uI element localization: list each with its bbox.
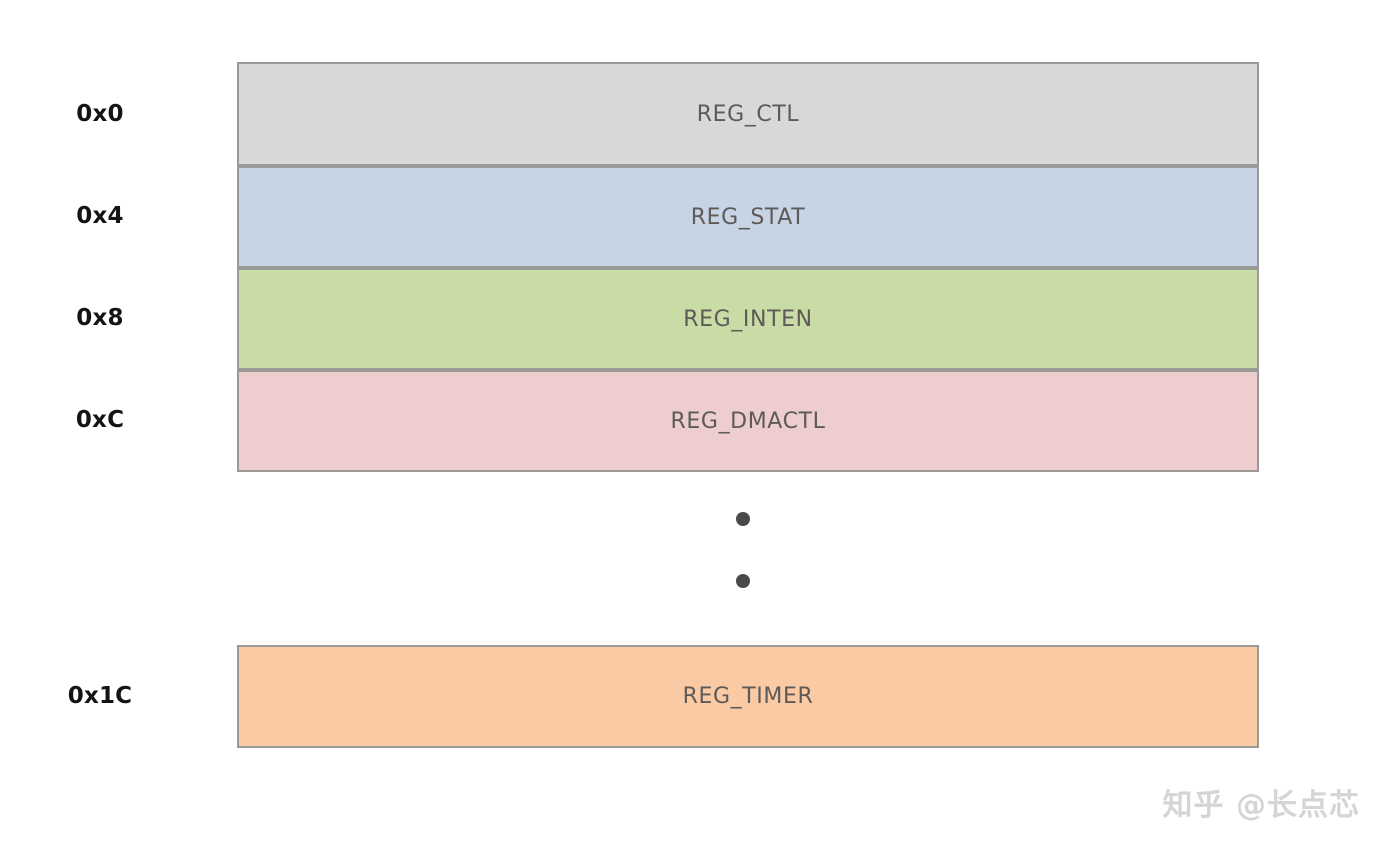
register-label-reg-ctl: REG_CTL	[696, 101, 800, 127]
register-block-reg-stat: REG_STAT	[237, 166, 1259, 268]
ellipsis-dot-icon	[736, 574, 750, 588]
address-label-0xc: 0xC	[75, 407, 125, 433]
register-block-reg-timer: REG_TIMER	[237, 645, 1259, 748]
address-label-0x0: 0x0	[76, 101, 124, 127]
register-block-reg-inten: REG_INTEN	[237, 268, 1259, 370]
watermark: 知乎 @长点芯	[1162, 788, 1360, 823]
ellipsis-dot-icon	[736, 512, 750, 526]
register-label-reg-inten: REG_INTEN	[683, 306, 813, 332]
address-label-0x1c: 0x1C	[67, 683, 133, 709]
register-block-reg-dmactl: REG_DMACTL	[237, 370, 1259, 472]
register-block-reg-ctl: REG_CTL	[237, 62, 1259, 166]
address-label-0x8: 0x8	[76, 305, 124, 331]
register-label-reg-timer: REG_TIMER	[682, 684, 814, 709]
register-label-reg-dmactl: REG_DMACTL	[670, 408, 826, 434]
address-label-0x4: 0x4	[76, 203, 124, 229]
register-label-reg-stat: REG_STAT	[690, 204, 806, 230]
